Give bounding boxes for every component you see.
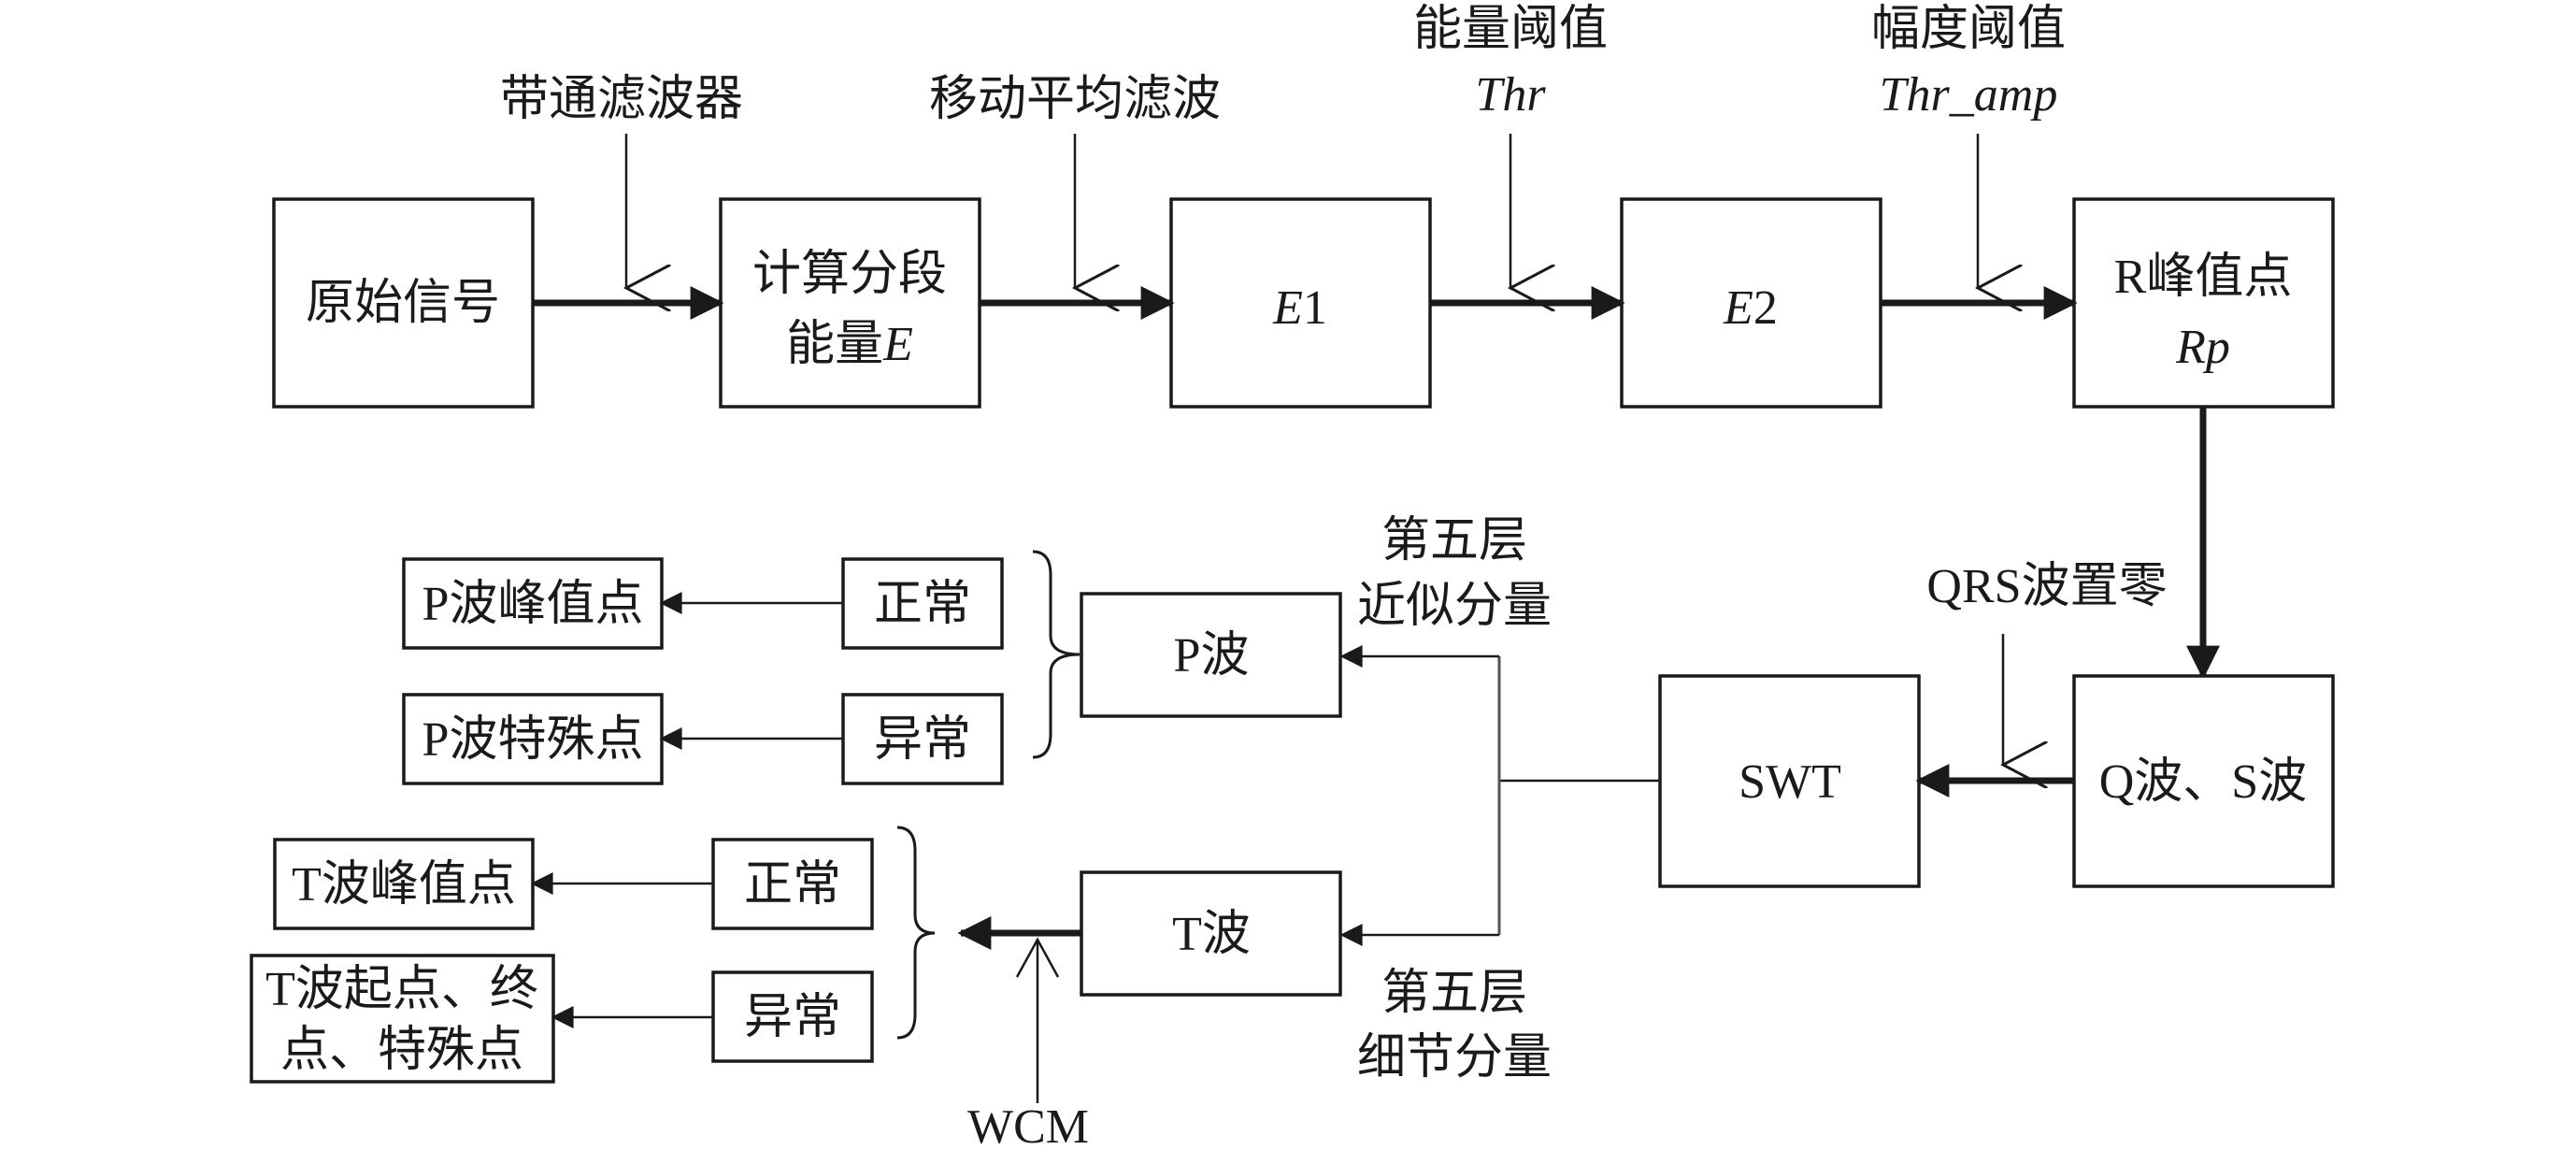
p-peak-box: P波峰值点 bbox=[402, 557, 664, 650]
e2-label: E2 bbox=[1723, 281, 1778, 335]
energy-threshold-var: Thr bbox=[1475, 68, 1546, 122]
r-peak-var: Rp bbox=[2175, 321, 2230, 374]
qs-wave-label: Q波、S波 bbox=[2099, 755, 2307, 809]
t-points-box: T波起点、终 点、特殊点 bbox=[250, 954, 555, 1084]
p-normal-label: 正常 bbox=[874, 578, 971, 631]
t-points-label-2: 点、特殊点 bbox=[280, 1024, 523, 1077]
p-abnormal-label: 异常 bbox=[874, 713, 971, 767]
p-special-label: P波特殊点 bbox=[422, 713, 644, 767]
e1-box: E1 bbox=[1169, 197, 1432, 409]
qs-wave-box: Q波、S波 bbox=[2072, 674, 2335, 888]
t-wave-brace bbox=[896, 826, 936, 1040]
p-abnormal-box: 异常 bbox=[841, 693, 1004, 785]
p-wave-box: P波 bbox=[1080, 592, 1342, 718]
t-normal-label: 正常 bbox=[744, 858, 841, 912]
segment-energy-label-1: 计算分段 bbox=[752, 248, 947, 301]
r-peak-box: R峰值点 Rp bbox=[2072, 197, 2335, 409]
p-wave-brace bbox=[1032, 550, 1080, 759]
t-peak-box: T波峰值点 bbox=[273, 838, 535, 930]
swt-label: SWT bbox=[1739, 755, 1841, 809]
r-peak-label: R峰值点 bbox=[2114, 251, 2293, 304]
t-normal-box: 正常 bbox=[711, 838, 874, 930]
p-wave-label: P波 bbox=[1174, 629, 1250, 683]
detail-label-2: 细节分量 bbox=[1357, 1031, 1552, 1085]
amp-threshold-label: 幅度阈值 bbox=[1871, 3, 2066, 56]
e2-box: E2 bbox=[1620, 197, 1882, 409]
segment-energy-box: 计算分段 能量E bbox=[719, 197, 981, 409]
swt-box: SWT bbox=[1658, 674, 1921, 888]
approx-label-2: 近似分量 bbox=[1357, 580, 1552, 633]
segment-energy-label-2: 能量E bbox=[786, 318, 913, 371]
e1-label: E1 bbox=[1272, 281, 1327, 335]
approx-label-1: 第五层 bbox=[1381, 514, 1527, 568]
energy-threshold-label: 能量阈值 bbox=[1413, 3, 1608, 56]
p-special-box: P波特殊点 bbox=[402, 693, 664, 785]
p-normal-box: 正常 bbox=[841, 557, 1004, 650]
amp-threshold-var: Thr_amp bbox=[1880, 68, 2058, 122]
p-peak-label: P波峰值点 bbox=[422, 578, 644, 631]
moving-avg-label: 移动平均滤波 bbox=[929, 73, 1221, 126]
wcm-arrowhead bbox=[1015, 937, 1060, 978]
bandpass-label: 带通滤波器 bbox=[500, 73, 743, 126]
t-peak-label: T波峰值点 bbox=[292, 858, 516, 912]
wcm-label: WCM bbox=[967, 1100, 1089, 1154]
t-wave-label: T波 bbox=[1172, 908, 1251, 961]
raw-signal-label: 原始信号 bbox=[306, 277, 500, 330]
detail-label-1: 第五层 bbox=[1381, 967, 1527, 1020]
t-points-label-1: T波起点、终 bbox=[265, 963, 538, 1016]
t-abnormal-label: 异常 bbox=[744, 991, 841, 1044]
t-wave-box: T波 bbox=[1080, 870, 1342, 997]
qrs-zero-label: QRS波置零 bbox=[1926, 560, 2167, 613]
raw-signal-box: 原始信号 bbox=[272, 197, 535, 409]
t-abnormal-box: 异常 bbox=[711, 970, 874, 1063]
